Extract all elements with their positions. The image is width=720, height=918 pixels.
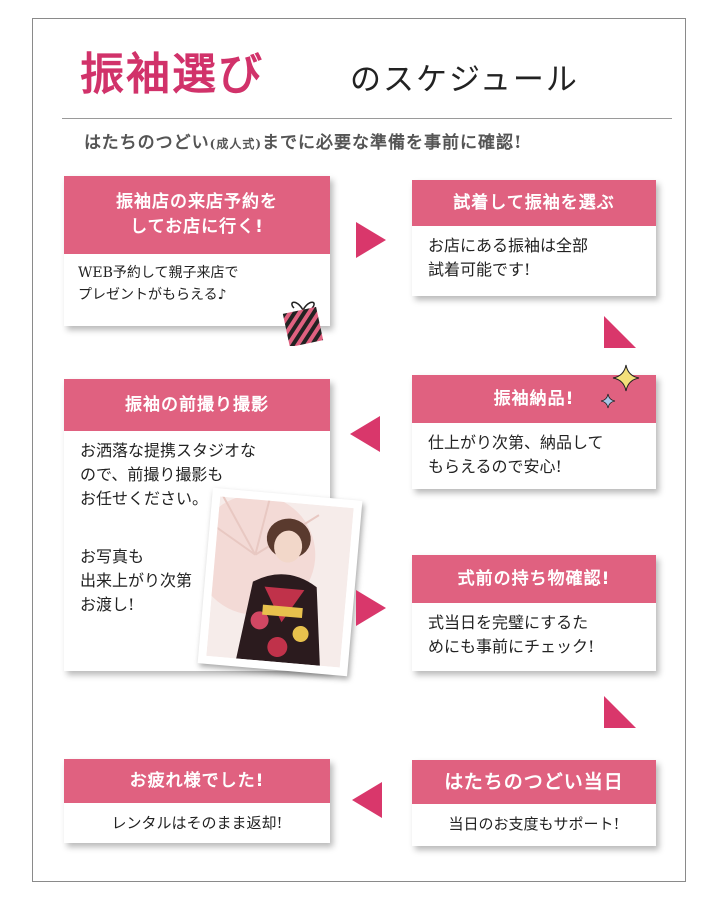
step-body-line: プレゼントがもらえる♪: [78, 287, 227, 303]
step-card-checklist: 式前の持ち物確認! 式当日を完璧にするた めにも事前にチェック!: [412, 555, 656, 671]
step-card-try-on: 試着して振袖を選ぶ お店にある振袖は全部 試着可能です!: [412, 180, 656, 296]
step-body-line: WEB予約して親子来店で: [78, 265, 239, 281]
step-body: 式当日を完璧にするた めにも事前にチェック!: [412, 603, 656, 667]
step-heading: 試着して振袖を選ぶ: [412, 180, 656, 226]
arrow-left-icon: [352, 782, 382, 818]
title-divider: [62, 118, 672, 119]
step-body: 仕上がり次第、納品して もらえるので安心!: [412, 423, 656, 487]
step-heading: お疲れ様でした!: [64, 759, 330, 803]
step-heading: 振袖の前撮り撮影: [64, 379, 330, 431]
arrow-right-icon: [356, 222, 386, 258]
step-heading: 式前の持ち物確認!: [412, 555, 656, 603]
step-body-line: お写真も: [80, 547, 145, 566]
step-heading-line: 振袖店の来店予約を: [116, 192, 278, 212]
step-body-line: めにも事前にチェック!: [428, 637, 595, 656]
step-body-line: 出来上がり次第: [80, 571, 193, 590]
step-card-reservation: 振袖店の来店予約を してお店に行く! WEB予約して親子来店で プレゼントがもら…: [64, 176, 330, 326]
step-body: 当日のお支度もサポート!: [448, 815, 620, 833]
step-card-ceremony-day: はたちのつどい当日 当日のお支度もサポート!: [412, 760, 656, 846]
step-body-line: もらえるので安心!: [428, 457, 562, 476]
subtitle-paren: (成人式): [209, 137, 263, 151]
page-subtitle: はたちのつどい(成人式)までに必要な準備を事前に確認!: [84, 128, 523, 153]
arrow-down-icon: [604, 696, 636, 728]
arrow-left-icon: [350, 416, 380, 452]
kimono-photo: [197, 487, 363, 677]
step-card-return: お疲れ様でした! レンタルはそのまま返却!: [64, 759, 330, 843]
step-body: お洒落な提携スタジオな ので、前撮り撮影も お任せください。 お写真も 出来上が…: [64, 431, 330, 625]
subtitle-before: はたちのつどい: [84, 133, 210, 153]
step-heading: 振袖納品!: [412, 375, 656, 423]
step-body-line: お渡し!: [80, 595, 135, 614]
step-body: レンタルはそのまま返却!: [111, 814, 283, 832]
step-heading: 振袖店の来店予約を してお店に行く!: [64, 176, 330, 254]
step-body-line: 試着可能です!: [428, 260, 531, 279]
step-body-line: ので、前撮り撮影も: [80, 465, 224, 484]
arrow-right-icon: [356, 590, 386, 626]
step-card-delivery: 振袖納品! 仕上がり次第、納品して もらえるので安心!: [412, 375, 656, 489]
sparkle-icon: [612, 364, 640, 392]
arrow-down-icon: [604, 316, 636, 348]
subtitle-after: までに必要な準備を事前に確認!: [262, 133, 523, 153]
sparkle-icon: [600, 393, 616, 409]
step-heading: はたちのつどい当日: [412, 760, 656, 804]
page-title: 振袖選び: [80, 49, 264, 100]
step-body-line: 式当日を完璧にするた: [428, 613, 589, 632]
step-body-line: お任せください。: [80, 489, 209, 508]
step-body-line: お店にある振袖は全部: [428, 236, 589, 255]
page-title-sub: のスケジュール: [350, 62, 579, 98]
step-body-line: 仕上がり次第、納品して: [428, 433, 604, 452]
step-body: WEB予約して親子来店で プレゼントがもらえる♪: [64, 254, 330, 314]
gift-icon: [282, 301, 324, 346]
step-body: お店にある振袖は全部 試着可能です!: [412, 226, 656, 290]
step-body-line: お洒落な提携スタジオな: [80, 441, 257, 460]
step-heading-line: してお店に行く!: [130, 217, 264, 237]
outer-frame: [32, 18, 686, 882]
